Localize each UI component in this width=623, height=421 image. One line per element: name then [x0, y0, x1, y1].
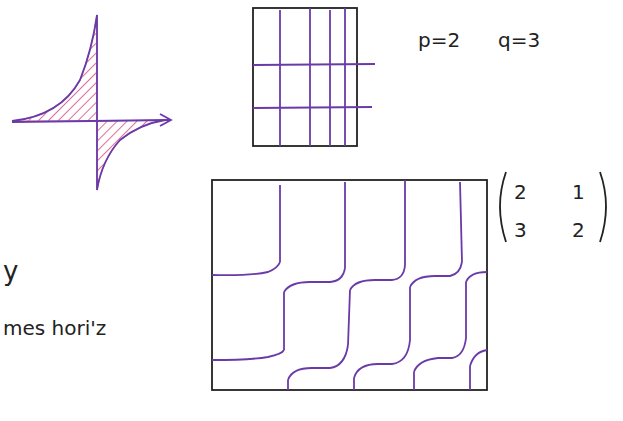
- matrix-entry: 1: [572, 182, 585, 202]
- matrix-entry: 3: [514, 220, 527, 240]
- small-grid: [253, 8, 375, 146]
- note-text: mes hori'z: [3, 318, 106, 338]
- matrix-brackets: [500, 172, 606, 242]
- note-text: y: [3, 258, 18, 284]
- matrix-entry: 2: [514, 182, 527, 202]
- parameter-label: p=2: [418, 30, 460, 50]
- parameter-label: q=3: [498, 30, 540, 50]
- function-sketch: [12, 15, 171, 190]
- sheared-grid: [212, 180, 487, 390]
- matrix-entry: 2: [572, 220, 585, 240]
